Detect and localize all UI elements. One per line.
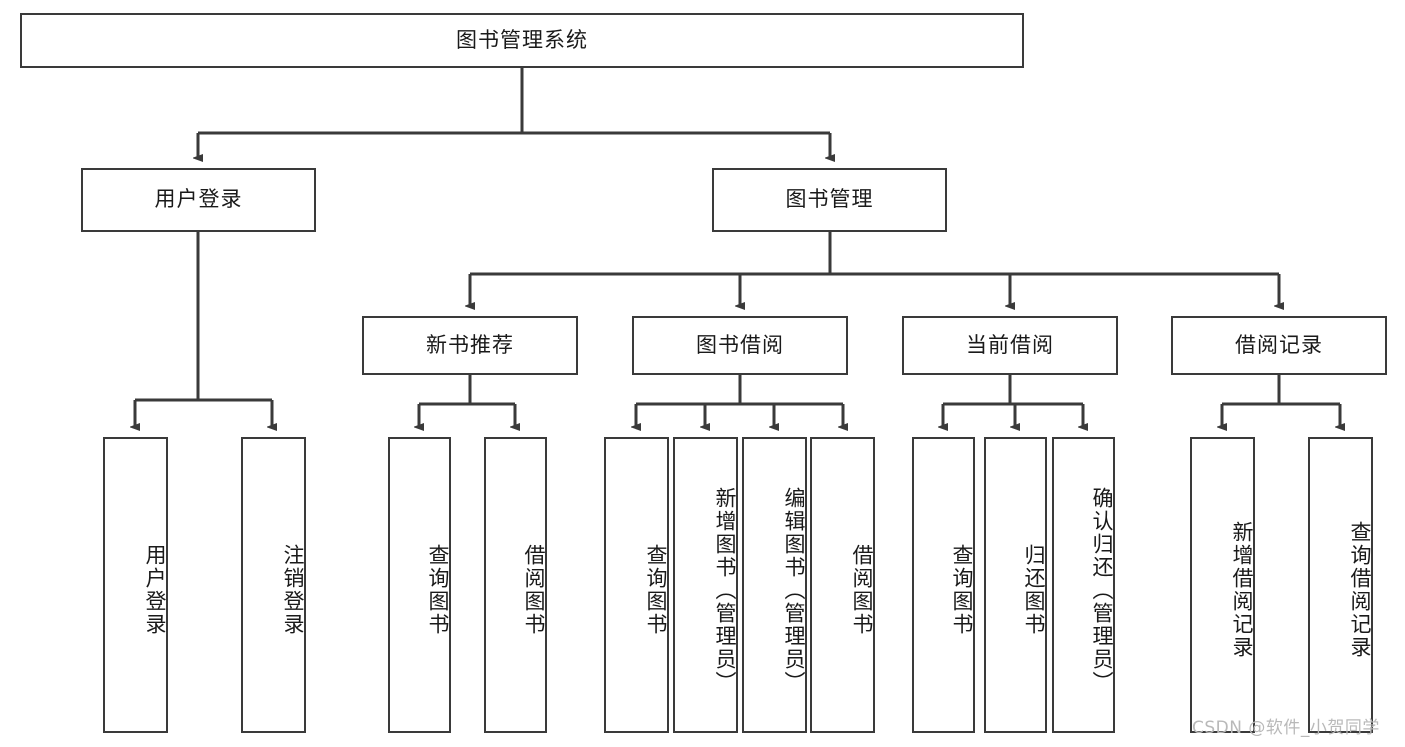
node-label: 当前借阅	[966, 332, 1054, 357]
node-label: 新增借阅记录	[1230, 521, 1254, 659]
node-label: 编辑图书（管理员）	[782, 486, 806, 694]
node-label: 新书推荐	[426, 332, 514, 357]
leaf-return-book[interactable]: 归还图书	[984, 437, 1047, 733]
node-book-management[interactable]: 图书管理	[712, 168, 947, 232]
leaf-user-login[interactable]: 用户登录	[103, 437, 168, 733]
leaf-query-book-3[interactable]: 查询图书	[912, 437, 975, 733]
node-label: 查询图书	[644, 544, 668, 636]
leaf-borrow-book-1[interactable]: 借阅图书	[484, 437, 547, 733]
node-label: 归还图书	[1022, 544, 1046, 636]
node-label: 确认归还（管理员）	[1090, 486, 1114, 694]
leaf-borrow-book-2[interactable]: 借阅图书	[810, 437, 875, 733]
node-label: 用户登录	[154, 187, 243, 212]
node-label: 借阅图书	[850, 544, 874, 636]
leaf-query-book-1[interactable]: 查询图书	[388, 437, 451, 733]
node-label: 新增图书（管理员）	[713, 486, 737, 694]
leaf-confirm-return[interactable]: 确认归还（管理员）	[1052, 437, 1115, 733]
node-current-borrow[interactable]: 当前借阅	[902, 316, 1118, 375]
leaf-logout-login[interactable]: 注销登录	[241, 437, 306, 733]
node-label: 借阅图书	[522, 544, 546, 636]
node-user-login[interactable]: 用户登录	[81, 168, 316, 232]
node-borrow-record[interactable]: 借阅记录	[1171, 316, 1387, 375]
csdn-watermark: CSDN @软件_小贺同学	[1192, 718, 1380, 738]
node-label: 图书管理	[785, 187, 874, 212]
leaf-query-book-2[interactable]: 查询图书	[604, 437, 669, 733]
node-label: 查询图书	[950, 544, 974, 636]
node-root-book-management-system[interactable]: 图书管理系统	[20, 13, 1024, 68]
node-label: 用户登录	[143, 544, 167, 636]
node-label: 借阅记录	[1235, 332, 1323, 357]
node-label: 查询借阅记录	[1348, 521, 1372, 659]
node-label: 图书管理系统	[456, 27, 588, 52]
node-new-book-recommend[interactable]: 新书推荐	[362, 316, 578, 375]
leaf-add-borrow-record[interactable]: 新增借阅记录	[1190, 437, 1255, 733]
node-book-borrow[interactable]: 图书借阅	[632, 316, 848, 375]
leaf-add-book[interactable]: 新增图书（管理员）	[673, 437, 738, 733]
leaf-query-borrow-record[interactable]: 查询借阅记录	[1308, 437, 1373, 733]
node-label: 图书借阅	[696, 332, 784, 357]
node-label: 查询图书	[426, 544, 450, 636]
node-label: 注销登录	[281, 544, 305, 636]
leaf-edit-book[interactable]: 编辑图书（管理员）	[742, 437, 807, 733]
